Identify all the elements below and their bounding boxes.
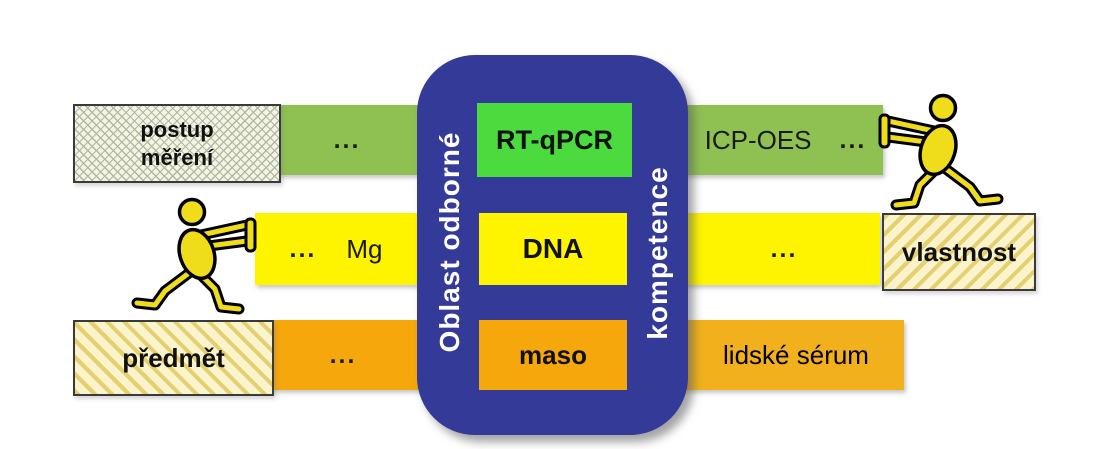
maso-text: maso xyxy=(519,339,587,370)
yellow-bar-left-text: ... Mg xyxy=(255,213,417,285)
maso-box: maso xyxy=(479,320,627,390)
pushing-person-icon xyxy=(878,93,1004,211)
dna-text: DNA xyxy=(522,233,584,264)
ellipsis-text: ... xyxy=(770,234,798,263)
dna-box: DNA xyxy=(479,213,627,285)
measurement-procedure-label-box: postup měření xyxy=(73,104,281,183)
rt-qpcr-text: RT-qPCR xyxy=(496,124,613,155)
orange-bar-left-ellipsis: ... xyxy=(269,320,417,390)
property-label: vlastnost xyxy=(901,236,1017,267)
object-label: předmět xyxy=(122,342,225,373)
green-bar-left-ellipsis: ... xyxy=(277,105,417,175)
ellipsis-text: ... xyxy=(329,340,357,369)
object-bar-right-segment xyxy=(688,320,904,390)
orange-bar-right-text: lidské sérum xyxy=(688,320,904,390)
icp-oes-text: ICP-OES xyxy=(704,124,812,155)
mg-text: Mg xyxy=(346,233,383,264)
green-bar-right-text: ICP-OES ... xyxy=(688,105,883,175)
measurement-procedure-label: postup měření xyxy=(140,117,214,170)
ellipsis-text: ... xyxy=(289,234,317,263)
rt-qpcr-box: RT-qPCR xyxy=(477,103,632,177)
ellipsis-text: ... xyxy=(333,125,361,154)
object-label-box: předmět xyxy=(73,320,274,396)
yellow-bar-right-ellipsis: ... xyxy=(688,213,880,285)
property-label-box: vlastnost xyxy=(882,213,1036,291)
lidske-serum-text: lidské sérum xyxy=(723,339,869,370)
panel-right-vertical-label: kompetence xyxy=(642,166,673,340)
ellipsis-text: ... xyxy=(839,125,867,154)
pushing-person-icon xyxy=(131,197,257,315)
panel-left-vertical-label: Oblast odborné xyxy=(434,131,465,353)
